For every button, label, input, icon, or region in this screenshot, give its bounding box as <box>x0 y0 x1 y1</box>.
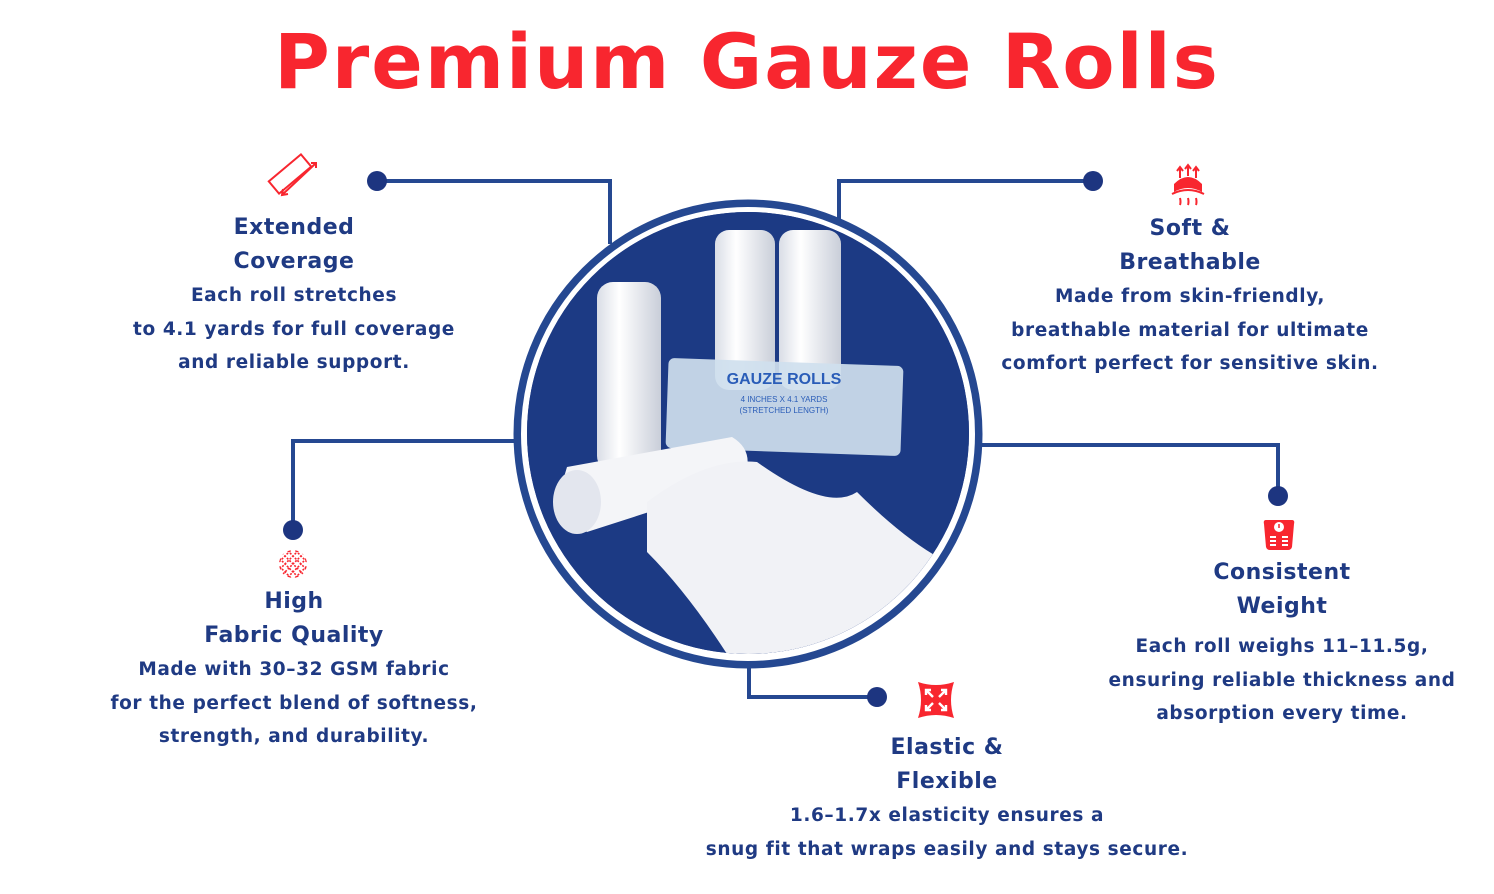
svg-text:(STRETCHED LENGTH): (STRETCHED LENGTH) <box>740 406 829 415</box>
feature-extended-coverage: Extended Coverage Each roll stretches to… <box>133 215 455 373</box>
weight-scale-icon <box>1263 520 1295 550</box>
stretch-arrows-icon <box>918 682 954 718</box>
feature-soft-breathable: Soft & Breathable Made from skin-friendl… <box>1001 216 1379 374</box>
svg-text:4 INCHES X 4.1 YARDS: 4 INCHES X 4.1 YARDS <box>741 395 828 404</box>
product-photo: GAUZE ROLLS 4 INCHES X 4.1 YARDS (STRETC… <box>527 212 969 654</box>
ruler-icon <box>267 152 317 197</box>
feature-elastic-flexible: Elastic & Flexible 1.6–1.7x elasticity e… <box>705 735 1189 860</box>
breathable-layers-icon <box>1171 163 1205 206</box>
feature-consistent-weight: Consistent Weight Each roll weighs 11–11… <box>1108 560 1456 724</box>
fabric-weave-icon <box>279 550 307 578</box>
feature-high-fabric-quality: High Fabric Quality Made with 30–32 GSM … <box>110 589 478 747</box>
page-title: Premium Gauze Rolls <box>274 17 1220 106</box>
package-title: GAUZE ROLLS <box>727 371 842 388</box>
